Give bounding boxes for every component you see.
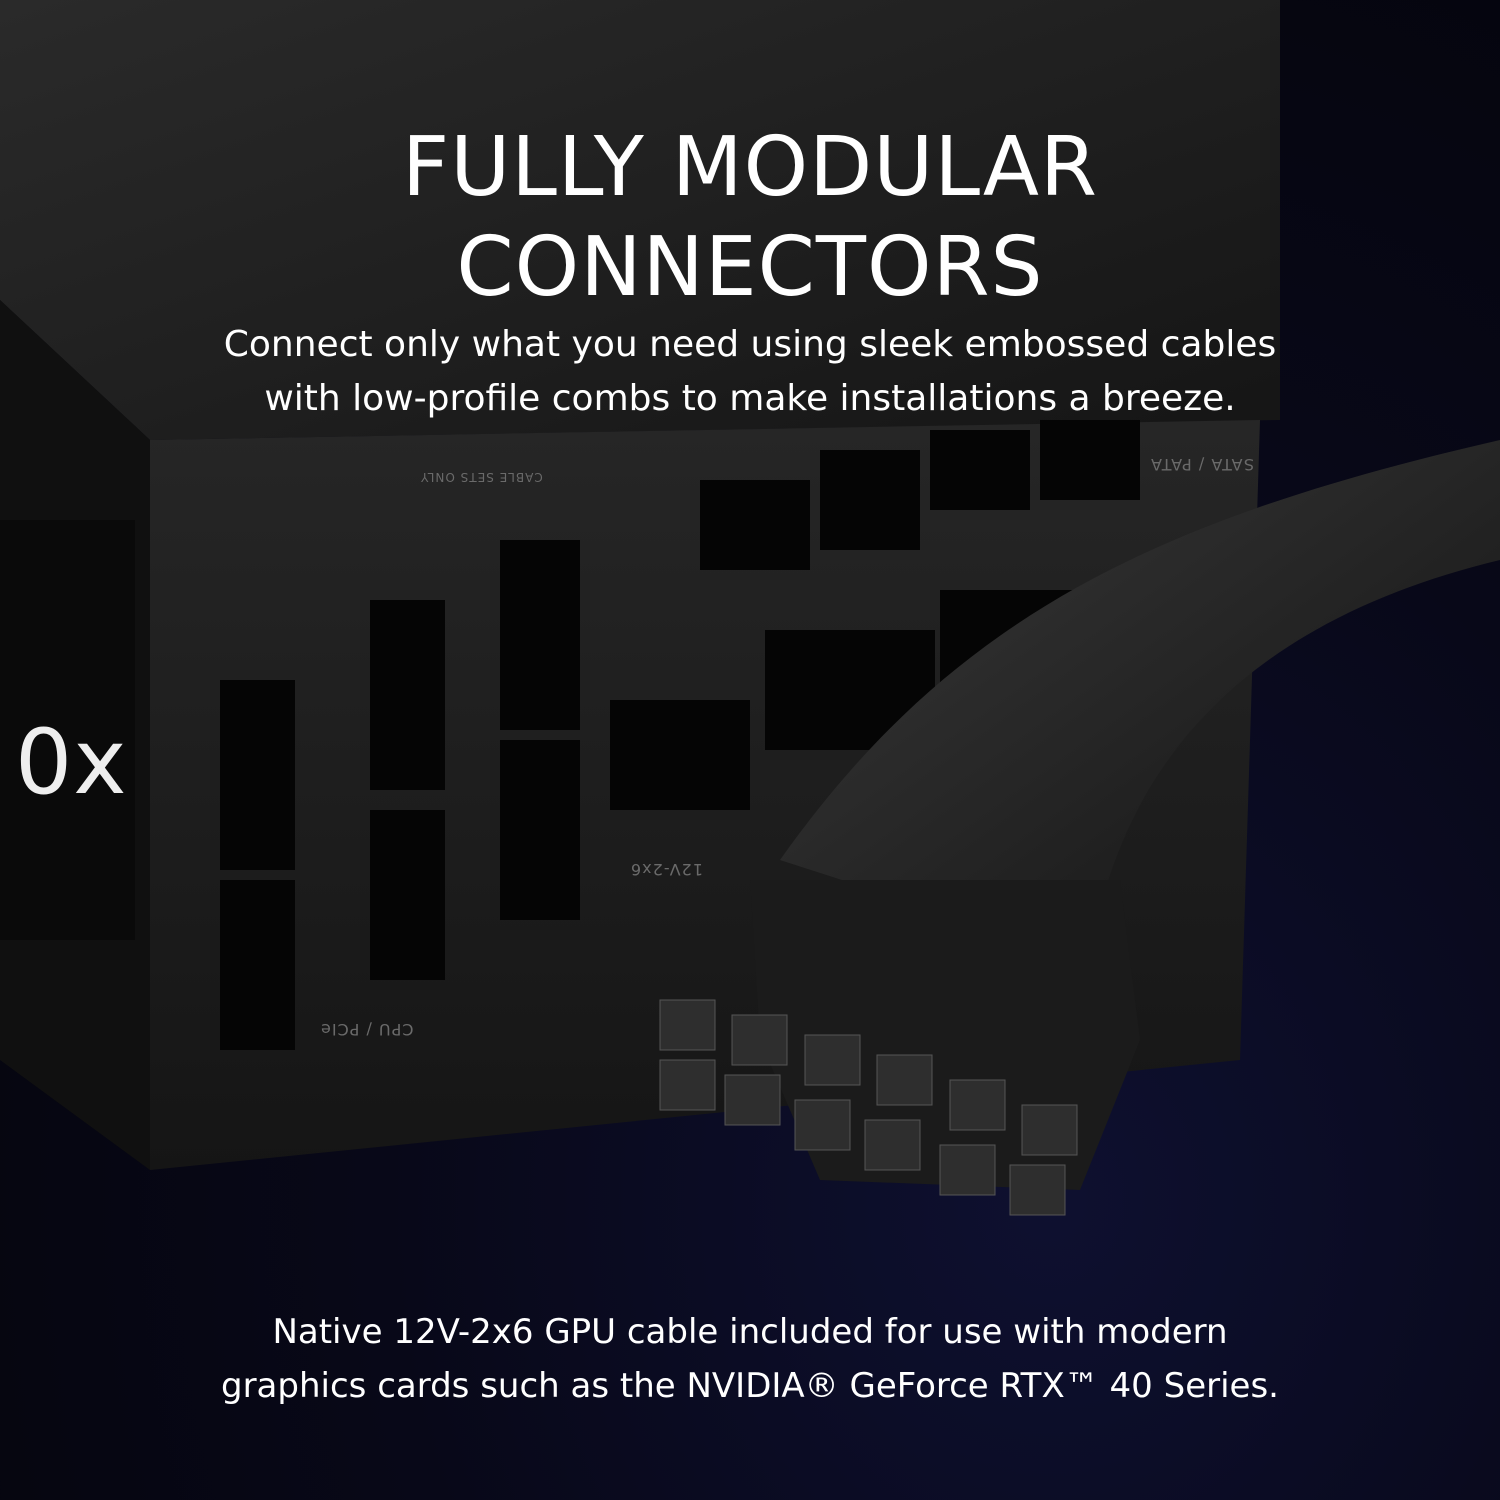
cpu-pcie-label: CPU / PCIe	[320, 1020, 414, 1039]
gpu-port-label: 12V-2x6	[630, 860, 703, 879]
subtitle: Connect only what you need using sleek e…	[0, 318, 1500, 426]
footer-caption: Native 12V-2x6 GPU cable included for us…	[0, 1305, 1500, 1413]
subtitle-line-2: with low-profile combs to make installat…	[264, 378, 1236, 419]
model-label-plate	[0, 520, 135, 940]
subtitle-line-1: Connect only what you need using sleek e…	[223, 324, 1277, 365]
footer-line-1: Native 12V-2x6 GPU cable included for us…	[272, 1312, 1228, 1352]
psu-top	[0, 0, 1280, 440]
footer-line-2: graphics cards such as the NVIDIA® GeFor…	[221, 1366, 1279, 1406]
cable-bundle	[780, 440, 1500, 960]
headline: FULLY MODULAR CONNECTORS	[0, 118, 1500, 318]
model-label-text: 0x	[15, 710, 128, 815]
headline-line-1: FULLY MODULAR	[402, 120, 1098, 215]
cable-note-label: CABLE SETS ONLY	[420, 470, 543, 484]
connector-pins	[659, 999, 1078, 1216]
headline-line-2: CONNECTORS	[456, 220, 1044, 315]
sata-pata-label: SATA / PATA	[1150, 455, 1254, 474]
